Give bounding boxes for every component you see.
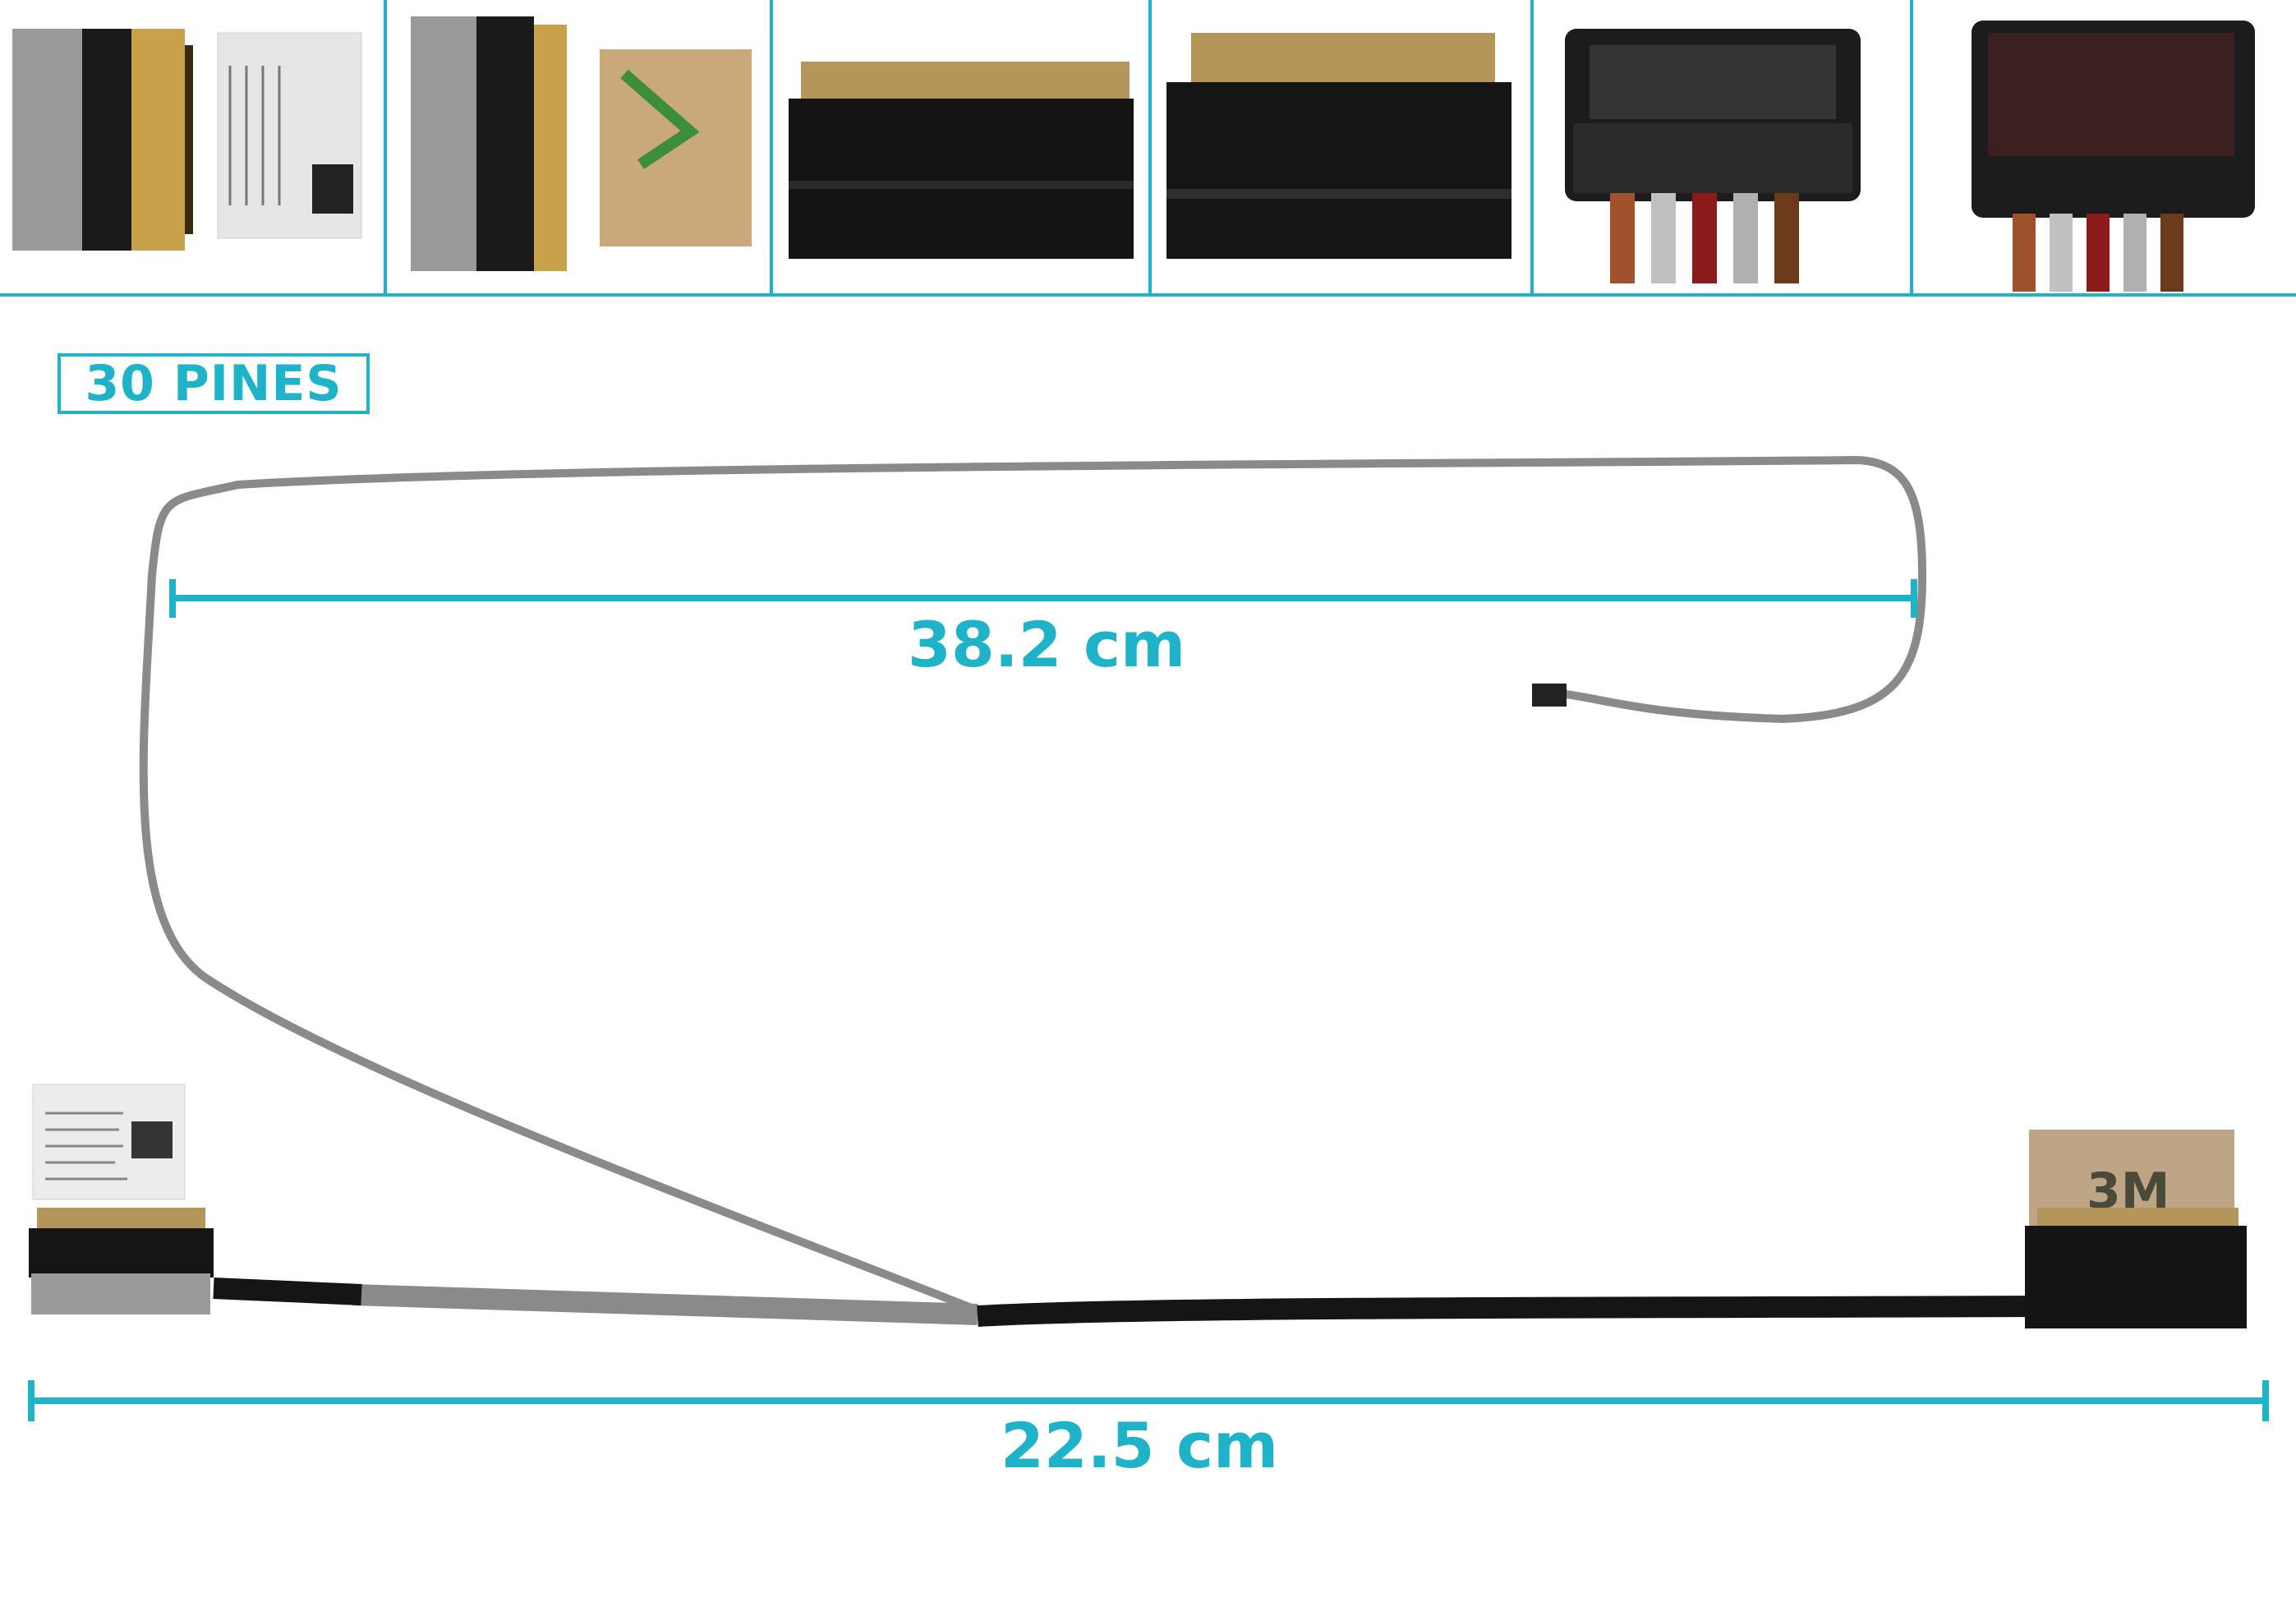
gray-cable-lower (352, 1284, 978, 1325)
thumbnail-5 (1565, 29, 1861, 283)
right-connector: 3M (2025, 1130, 2247, 1328)
small-connector (1532, 684, 1567, 707)
thumbnail-divider (384, 0, 387, 296)
upper-dimension-line (169, 579, 1917, 618)
left-connector (29, 1084, 214, 1314)
black-cable-left (213, 1278, 362, 1305)
lower-dimension-line (28, 1380, 2269, 1421)
black-cable-right (977, 1296, 2038, 1327)
gray-cable-loop (139, 455, 1927, 1314)
thumbnail-divider (1148, 0, 1152, 296)
thumbnail-3 (789, 62, 1134, 259)
lower-length-label: 22.5 cm (1001, 1409, 1279, 1482)
pins-badge: 30 PINES (58, 353, 370, 414)
thumbnail-divider (1530, 0, 1534, 296)
thumbnail-strip (0, 0, 2296, 297)
thumbnail-divider (1910, 0, 1913, 296)
pins-label: 30 PINES (85, 355, 343, 412)
thumbnail-strip-border (0, 293, 2296, 297)
thumbnail-2 (411, 16, 752, 271)
thumbnail-4 (1166, 33, 1511, 259)
upper-length-label: 38.2 cm (908, 608, 1186, 681)
thumbnail-1 (12, 29, 362, 251)
thumbnail-6 (1972, 21, 2255, 292)
thumbnail-divider (770, 0, 773, 296)
thumbnail-illustrations (12, 16, 2255, 292)
